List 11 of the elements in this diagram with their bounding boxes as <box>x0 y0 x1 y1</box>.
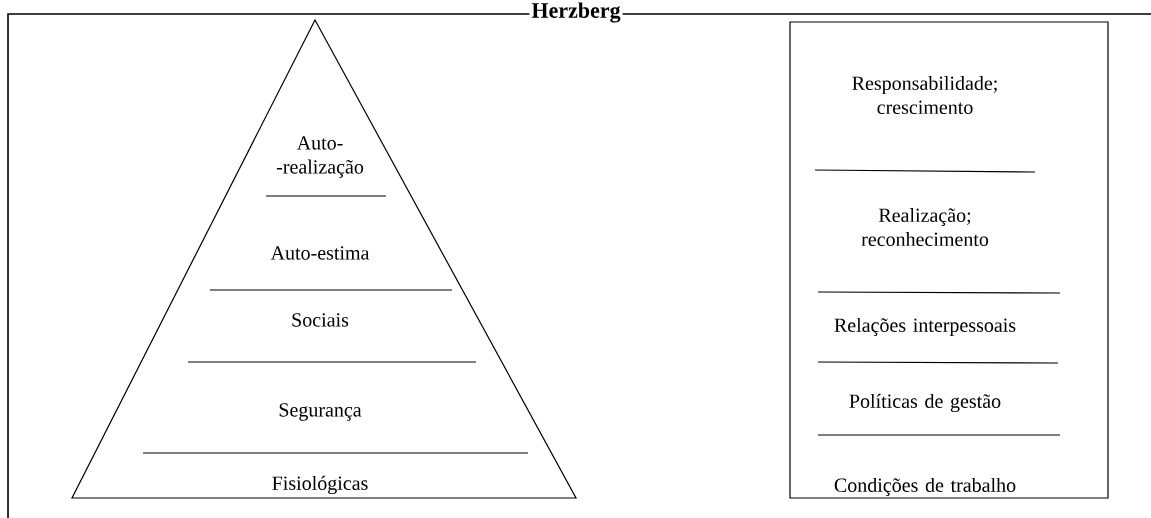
level-label: Realização; reconhecimento <box>861 207 989 246</box>
level-label: Responsabilidade; crescimento <box>852 75 997 114</box>
level-label: Relações interpessoais <box>834 317 1016 337</box>
level-label: Condições de trabalho <box>834 477 1016 497</box>
level-label: Segurança <box>279 403 362 421</box>
level-label: Fisiológicas <box>272 475 368 495</box>
title: Herzberg <box>529 0 623 25</box>
level-label: Auto-estima <box>270 246 370 260</box>
level-label: Sociais <box>292 313 349 327</box>
level-label: Auto- -realização <box>276 136 364 178</box>
level-label: Políticas de gestão <box>849 393 1001 413</box>
